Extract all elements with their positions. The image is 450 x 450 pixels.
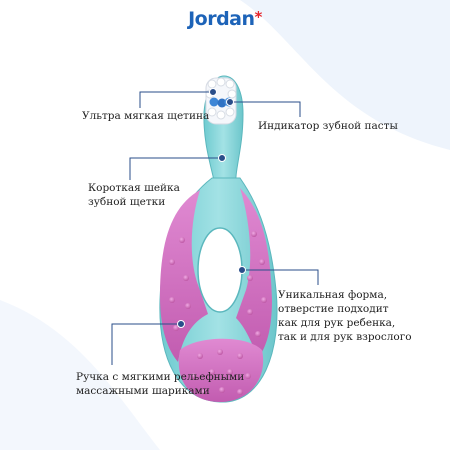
label-shape-line4: так и для рук взрослого xyxy=(278,331,412,343)
label-bristles: Ультра мягкая щетина xyxy=(82,110,210,122)
callout-dots xyxy=(177,88,246,328)
label-shape-line1: Уникальная форма, xyxy=(278,289,388,301)
callout-line-indicator xyxy=(230,101,301,117)
toothbrush-handle xyxy=(159,177,278,403)
label-handle-line2: массажными шариками xyxy=(76,385,210,397)
label-shape-line3: как для рук ребенка, xyxy=(278,317,396,329)
callout-line-handle xyxy=(111,323,181,365)
brand-logo: Jordan* xyxy=(0,8,450,30)
handle-hole xyxy=(197,227,243,313)
label-indicator: Индикатор зубной пасты xyxy=(258,120,398,132)
callout-line-neck xyxy=(129,157,222,180)
massage-bumps xyxy=(169,231,267,395)
label-shape-line2: отверстие подходит xyxy=(278,303,389,315)
label-neck-line2: зубной щетки xyxy=(88,196,166,208)
callout-line-bristles xyxy=(139,91,213,108)
brand-star-icon: * xyxy=(254,8,263,26)
label-neck-line1: Короткая шейка xyxy=(88,182,180,194)
callout-line-shape xyxy=(242,269,319,285)
callout-lines xyxy=(111,91,319,365)
label-handle-line1: Ручка с мягкими рельефными xyxy=(76,371,245,383)
brand-name: Jordan xyxy=(188,8,255,30)
